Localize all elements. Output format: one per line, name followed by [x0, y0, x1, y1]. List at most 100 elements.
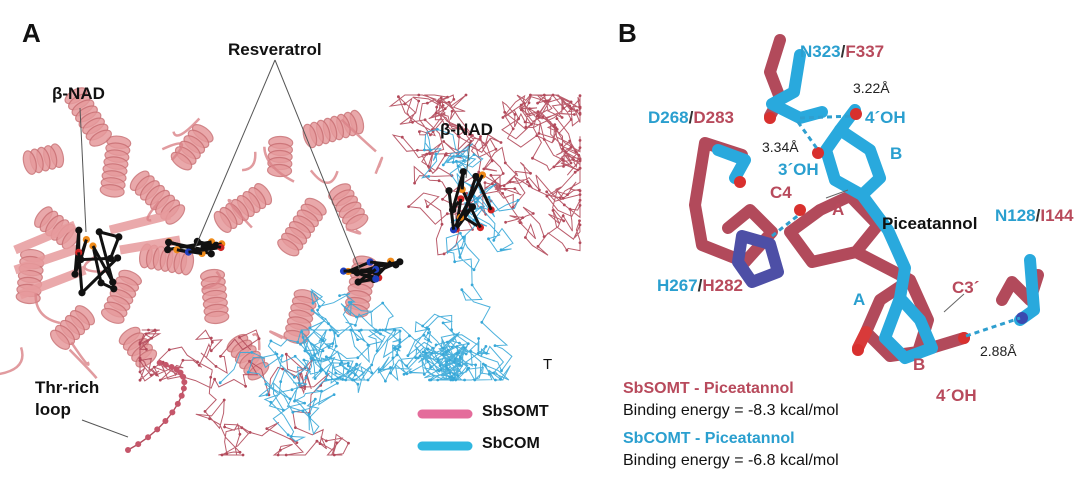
label-leader-lines	[79, 59, 471, 438]
comt-lower-backbone-node	[398, 340, 402, 344]
somt-backbone-node	[578, 146, 582, 150]
beta-strand	[13, 220, 77, 255]
somt-backbone-node	[566, 193, 569, 197]
somt-backbone-node	[443, 153, 447, 157]
somt-backbone-node	[513, 187, 517, 191]
legend	[417, 409, 473, 451]
comt-backbone-node	[422, 333, 426, 337]
somt-backbone-node	[569, 146, 573, 149]
comt-backbone-node	[311, 301, 315, 305]
hbond-his	[771, 212, 801, 238]
somt-backbone-node	[423, 118, 427, 122]
somt-backbone-node	[499, 141, 503, 144]
somt-backbone-node	[560, 116, 564, 119]
helix	[302, 109, 365, 149]
comt-backbone-node	[421, 324, 425, 328]
comt-lower-backbone-node	[275, 352, 279, 356]
comt-backbone-node	[423, 148, 426, 152]
somt-lower-backbone-node	[335, 441, 339, 445]
beta-strand	[108, 210, 172, 235]
comt-backbone-node	[338, 376, 342, 379]
comt-backbone-node	[429, 378, 433, 382]
comt-backbone-node	[499, 377, 502, 381]
somt-backbone-node	[578, 204, 582, 207]
comt-lower-backbone-node	[293, 399, 296, 403]
somt-lower-backbone-node	[265, 427, 269, 430]
helix-turn	[277, 238, 300, 257]
comt-backbone-node	[406, 354, 410, 357]
helix	[49, 305, 95, 350]
somt-lower-backbone-node	[223, 425, 227, 429]
comt-backbone-node	[457, 351, 460, 355]
distance-334: 3.34Å	[762, 139, 799, 155]
comt-backbone-node	[487, 372, 491, 376]
comt-lower-backbone-node	[282, 408, 285, 412]
somt-backbone-node	[442, 252, 446, 256]
resveratrol-label: Resveratrol	[228, 40, 322, 59]
comt-backbone-node	[458, 341, 461, 345]
distance-288: 2.88Å	[980, 343, 1017, 359]
bond	[196, 239, 222, 249]
comt-backbone-node	[441, 352, 445, 356]
helix	[213, 183, 273, 233]
comt-lower-backbone-node	[328, 328, 332, 332]
somt-backbone-node	[536, 245, 540, 248]
somt-backbone-node	[537, 116, 541, 119]
comt-backbone-node	[426, 347, 430, 351]
thr-loop-bead	[125, 447, 131, 453]
comt-lower-backbone-node	[265, 393, 269, 397]
binding-site-model	[689, 34, 1044, 364]
somt-backbone-node	[578, 94, 582, 98]
somt-backbone	[388, 94, 582, 256]
somt-lower-backbone	[138, 329, 350, 456]
somt-backbone-node	[568, 207, 572, 211]
somt-lower-backbone-node	[248, 359, 251, 363]
comt-backbone-node	[460, 288, 464, 292]
somt-backbone-node	[541, 115, 545, 118]
somt-backbone-node	[545, 194, 549, 198]
somt-backbone-node	[551, 93, 555, 97]
comt-backbone-node	[381, 301, 385, 305]
comt-lower-backbone-node	[395, 353, 399, 357]
resveratrol-right-molecule	[339, 257, 404, 286]
bond	[80, 256, 119, 294]
comt-backbone-node	[436, 368, 440, 372]
comt-backbone-node	[418, 354, 422, 358]
somt-backbone-node	[425, 152, 429, 156]
somt-backbone-node	[457, 135, 461, 139]
somt-backbone-node	[565, 248, 569, 252]
comt-backbone-node	[476, 351, 480, 355]
thr-loop-bead	[169, 409, 176, 416]
somt-backbone-node	[503, 161, 507, 165]
somt-lower-backbone-node	[278, 448, 282, 452]
somt-backbone-node	[561, 214, 565, 218]
somt-backbone-node	[574, 150, 578, 154]
comt-lower-backbone-node	[286, 433, 290, 437]
atom-leader-lines	[825, 189, 965, 313]
comt-backbone-node	[469, 350, 473, 353]
comt-lower-backbone-node	[356, 382, 360, 386]
somt-lower-backbone-node	[158, 378, 162, 382]
comt-backbone-node	[327, 322, 330, 325]
comt-lower-backbone-node	[391, 356, 395, 360]
somt-backbone-node	[508, 180, 512, 184]
somt-lower-backbone-node	[208, 417, 212, 421]
somt-backbone-node	[490, 182, 494, 186]
somt-lower-backbone-node	[197, 363, 201, 367]
somt-backbone-node	[494, 147, 498, 151]
bond	[374, 260, 401, 274]
somt-backbone-node	[522, 102, 526, 105]
helix-turn	[247, 361, 270, 381]
somt-lower-backbone-node	[240, 426, 244, 430]
ring-b-low: B	[913, 355, 926, 374]
somt-lower-backbone-node	[147, 328, 150, 332]
ring-b-top: B	[890, 144, 903, 163]
comt-backbone-node	[429, 148, 432, 152]
somt-backbone-node	[578, 106, 582, 110]
somt-backbone-node	[426, 205, 429, 209]
bond	[80, 256, 111, 262]
comt-backbone-node	[450, 328, 453, 332]
comt-lower-backbone-node	[293, 375, 296, 379]
somt-backbone-node	[446, 95, 449, 99]
bond	[77, 252, 84, 293]
